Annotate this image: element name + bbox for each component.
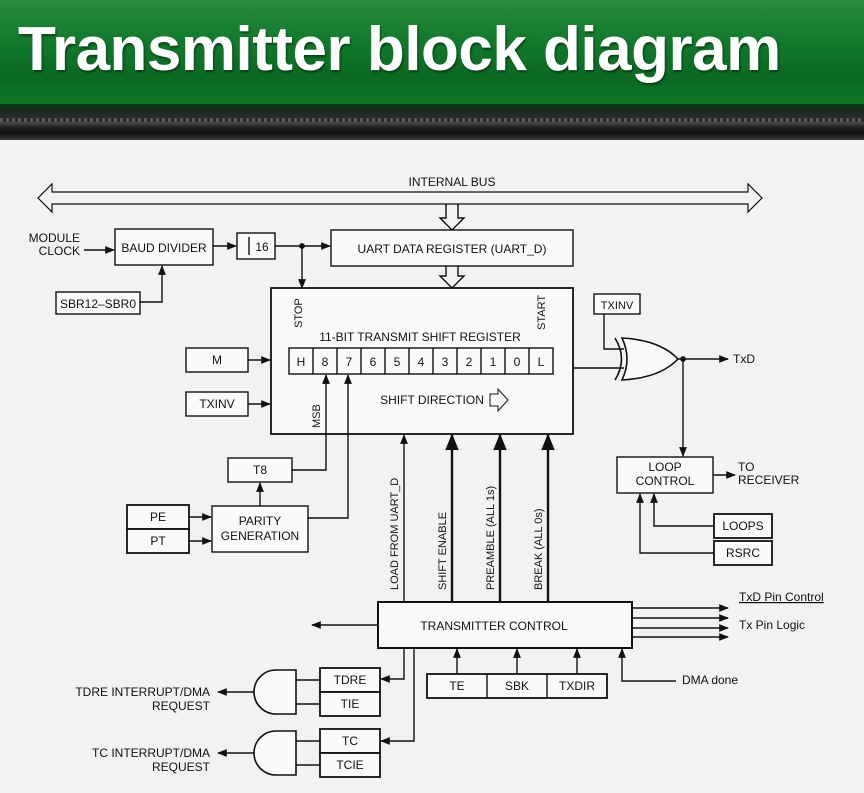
rsrc-label: RSRC: [726, 546, 760, 560]
sbr-wire: [140, 265, 166, 303]
banner-band: [0, 104, 864, 140]
xor-gate-body: [620, 337, 680, 381]
divide-by-16-label: 16: [255, 240, 269, 254]
bit-0: 0: [514, 355, 521, 369]
stop-label: STOP: [293, 298, 305, 328]
t8-to-bit8-wire: [292, 374, 330, 471]
bit-h: H: [297, 355, 306, 369]
tdre-request-label-1: TDRE INTERRUPT/DMA: [75, 685, 210, 699]
bit-4: 4: [418, 355, 425, 369]
dma-done-label: DMA done: [682, 673, 738, 687]
baud-divider-box: [114, 228, 214, 266]
loops-wire: [650, 493, 714, 527]
tc-label: TC: [342, 734, 358, 748]
bit-6: 6: [370, 355, 377, 369]
bit-1: 1: [490, 355, 497, 369]
bit-3: 3: [442, 355, 449, 369]
title-banner: Transmitter block diagram: [0, 0, 864, 140]
shift-direction-arrow: [489, 387, 509, 413]
shift-register-title: 11-BIT TRANSMIT SHIFT REGISTER: [319, 330, 521, 344]
txd-pin-control-label: TxD Pin Control: [739, 590, 824, 604]
internal-bus-label: INTERNAL BUS: [409, 175, 496, 189]
tc-and-gate: [253, 730, 297, 776]
txinv-top-label: TXINV: [601, 300, 634, 312]
bus-drop-arrow: [438, 204, 466, 231]
start-label: START: [536, 295, 548, 330]
txd-label: TxD: [733, 352, 755, 366]
m-label: M: [212, 353, 222, 367]
transmitter-control-box: [377, 601, 633, 649]
clock-junction: [299, 243, 305, 249]
pe-box: [126, 504, 190, 530]
bit-7: 7: [346, 355, 353, 369]
transmitter-control-label: TRANSMITTER CONTROL: [420, 619, 568, 633]
te-sbk-txdir-box: [426, 673, 608, 699]
parity-generation-box: [211, 505, 309, 553]
bit-l: L: [538, 355, 545, 369]
tc-request-label-1: TC INTERRUPT/DMA: [92, 746, 210, 760]
parity-label-2: GENERATION: [221, 529, 299, 543]
uart-data-register-label: UART DATA REGISTER (UART_D): [358, 242, 547, 256]
module-clock-label-1: MODULE: [29, 231, 80, 245]
control-to-tc-wire: [380, 649, 415, 745]
rsrc-wire: [636, 493, 714, 554]
loop-control-label-1: LOOP: [648, 460, 681, 474]
control-to-tdre-wire: [380, 649, 405, 683]
msb-label: MSB: [311, 404, 323, 428]
sbr-label: SBR12–SBR0: [60, 297, 136, 311]
parity-to-bit7-wire: [308, 374, 352, 519]
transmitter-block-diagram: INTERNAL BUS MODULE CLOCK BAUD DIVIDER 1…: [29, 175, 824, 778]
preamble-label: PREAMBLE (ALL 1s): [485, 486, 497, 590]
to-receiver-label-1: TO: [738, 460, 754, 474]
shift-direction-label: SHIFT DIRECTION: [380, 393, 484, 407]
loops-label: LOOPS: [722, 519, 763, 533]
bit-cells: [288, 347, 554, 375]
m-box: [185, 347, 249, 373]
txdir-label: TXDIR: [559, 679, 595, 693]
pe-label: PE: [150, 510, 166, 524]
slide-title: Transmitter block diagram: [18, 15, 781, 84]
baud-divider-label: BAUD DIVIDER: [121, 241, 207, 255]
internal-bus-arrow: [37, 182, 763, 214]
uart-data-register-box: [330, 229, 574, 267]
tx-pin-logic-label: Tx Pin Logic: [739, 618, 805, 632]
tdre-label: TDRE: [334, 673, 367, 687]
xor-gate: [614, 337, 623, 381]
tcie-label: TCIE: [336, 758, 363, 772]
load-from-uart-d-label: LOAD FROM UART_D: [389, 478, 401, 590]
pt-box: [126, 528, 190, 554]
tdre-and-gate: [253, 669, 297, 715]
te-label: TE: [449, 679, 464, 693]
banner-stripe: [0, 118, 864, 122]
tc-request-label-2: REQUEST: [152, 760, 211, 774]
module-clock-label-2: CLOCK: [39, 244, 80, 258]
pt-label: PT: [150, 534, 166, 548]
loop-control-label-2: CONTROL: [636, 474, 695, 488]
to-receiver-label-2: RECEIVER: [738, 473, 800, 487]
bit-5: 5: [394, 355, 401, 369]
bit-2: 2: [466, 355, 473, 369]
tie-label: TIE: [341, 697, 360, 711]
dma-done-wire: [618, 648, 676, 682]
t8-label: T8: [253, 463, 267, 477]
bit-8: 8: [322, 355, 329, 369]
uart-to-shift-arrow: [438, 266, 466, 289]
sbk-label: SBK: [505, 679, 529, 693]
loops-box: [713, 513, 773, 539]
parity-label-1: PARITY: [239, 514, 281, 528]
sbr-box: [55, 291, 141, 315]
txinv-left-label: TXINV: [199, 397, 234, 411]
loop-control-box: [616, 456, 714, 494]
txinv-to-xor-wire: [603, 314, 624, 350]
shift-enable-label: SHIFT ENABLE: [437, 512, 449, 590]
break-label: BREAK (ALL 0s): [533, 508, 545, 590]
tc-box: [319, 728, 381, 754]
txinv-top-box: [593, 293, 641, 315]
tdre-request-label-2: REQUEST: [152, 699, 211, 713]
